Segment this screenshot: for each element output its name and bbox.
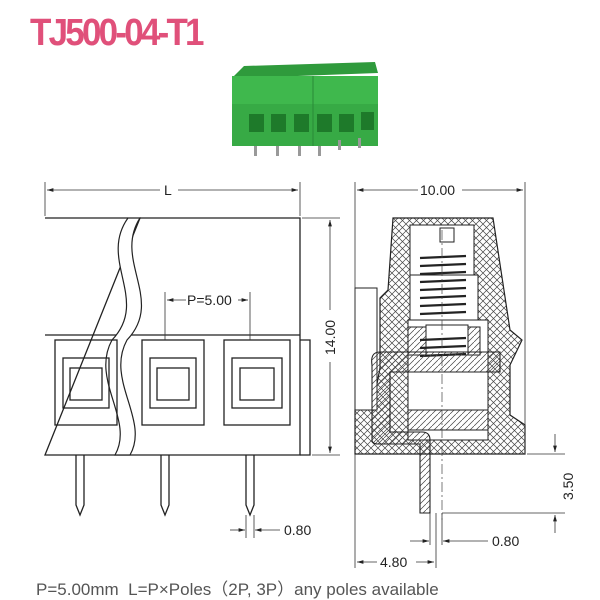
side-pin-width-dimension: 0.80 (492, 533, 519, 549)
product-photo (232, 62, 378, 156)
height-dimension: 14.00 (322, 320, 338, 355)
pin-offset-dimension: 4.80 (380, 554, 407, 570)
width-dimension: 10.00 (420, 182, 455, 198)
caption: P=5.00mm L=P×Poles（2P, 3P）any poles avai… (36, 580, 439, 599)
side-view: 10.00 3.50 0.80 4.80 (354, 182, 576, 570)
part-number-title: TJ500-04-T1 (30, 12, 204, 54)
pitch-dimension: P=5.00 (187, 292, 232, 308)
pin-length-dimension: 3.50 (560, 473, 576, 500)
front-view: L P=5.00 14.00 0.80 (44, 182, 340, 538)
pin-width-dimension: 0.80 (284, 522, 311, 538)
length-dimension: L (164, 182, 172, 198)
pins (75, 455, 255, 517)
